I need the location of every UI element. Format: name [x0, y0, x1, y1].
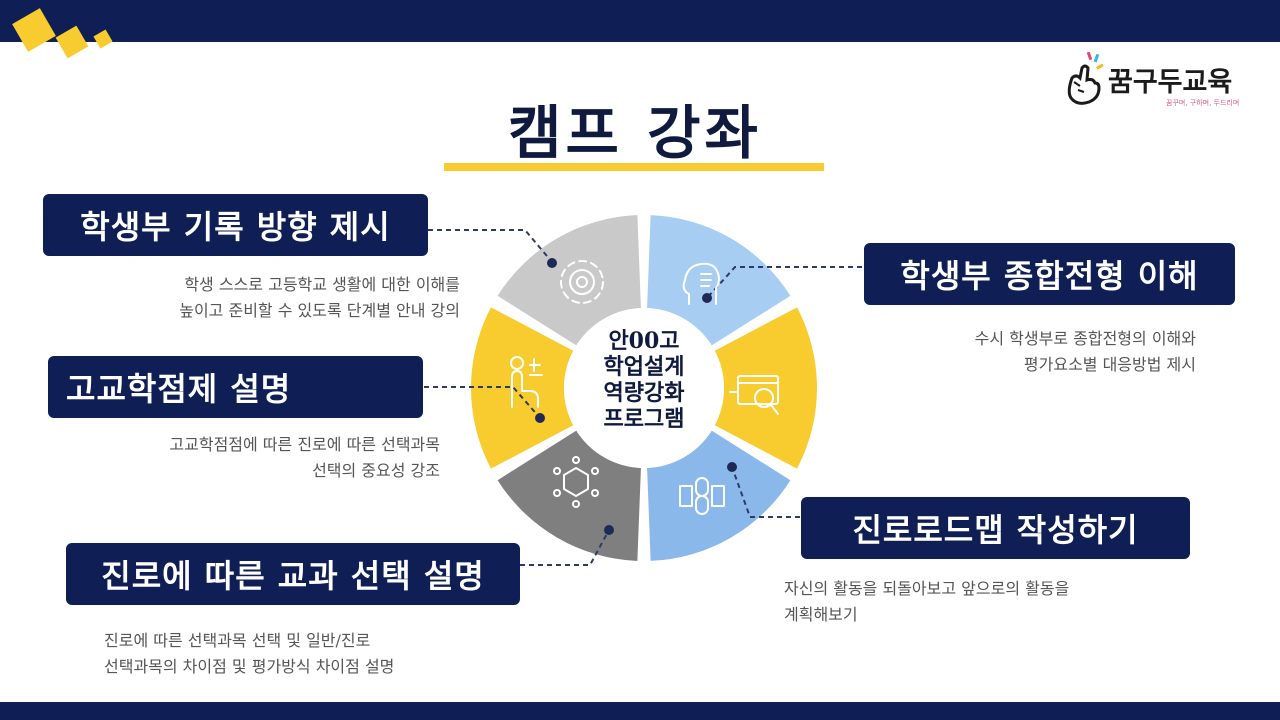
- center-line: 학업설계: [603, 354, 685, 380]
- segment-bottom-right: [647, 430, 791, 561]
- top-bar: [0, 0, 1280, 42]
- logo-text: 꿈구두교육: [1108, 67, 1233, 98]
- title-underline: [444, 163, 824, 171]
- center-program-title: 안00고 학업설계 역량강화 프로그램: [570, 328, 718, 432]
- head-icon: [682, 262, 720, 305]
- label-subject-selection: 진로에 따른 교과 선택 설명: [66, 543, 520, 605]
- connector-line-3: [424, 386, 541, 419]
- network-hexagon-icon: [553, 456, 599, 508]
- desc-line: 진로에 따른 선택과목 선택 및 일반/진로: [104, 631, 371, 650]
- desc-career-roadmap: 자신의 활동을 되돌아보고 앞으로의 활동을 계획해보기: [784, 576, 1204, 628]
- desc-line: 높이고 준비할 수 있도록 단계별 안내 강의: [179, 301, 460, 320]
- chain-link-icon: [679, 477, 725, 515]
- desc-line: 선택의 중요성 강조: [312, 461, 440, 480]
- desc-credit-system: 고교학점점에 따른 진로에 따른 선택과목 선택의 중요성 강조: [60, 432, 440, 484]
- page-title: 캠프 강좌: [508, 99, 762, 167]
- label-credit-system: 고교학점제 설명: [48, 356, 423, 418]
- center-circle: [564, 308, 724, 468]
- desc-subject-selection: 진로에 따른 선택과목 선택 및 일반/진로 선택과목의 차이점 및 평가방식 …: [104, 628, 524, 680]
- connector-dot-1: [547, 258, 557, 268]
- center-line: 안00고: [608, 328, 680, 354]
- label-career-roadmap: 진로로드맵 작성하기: [801, 497, 1190, 559]
- center-line: 프로그램: [603, 406, 685, 432]
- bottom-bar: [0, 702, 1280, 720]
- logo-slogan: 꿈꾸며, 구하며, 두드리며: [1166, 99, 1240, 107]
- desc-line: 고교학점점에 따른 진로에 따른 선택과목: [169, 435, 440, 454]
- label-comprehensive-admission: 학생부 종합전형 이해: [864, 243, 1235, 305]
- desc-line: 평가요소별 대응방법 제시: [1023, 355, 1196, 374]
- desc-comprehensive-admission: 수시 학생부로 종합전형의 이해와 평가요소별 대응방법 제시: [830, 326, 1196, 378]
- search-browser-icon: [729, 375, 779, 415]
- connector-dot-2: [702, 293, 712, 303]
- logo: 꿈구두교육 꿈꾸며, 구하며, 두드리며: [1062, 50, 1262, 116]
- connector-dot-5: [604, 525, 614, 535]
- desc-line: 학생 스스로 고등학교 생활에 대한 이해를: [184, 275, 460, 294]
- connector-dot-4: [727, 462, 737, 472]
- gear-icon: [560, 260, 604, 304]
- connector-dot-3: [535, 413, 545, 423]
- desc-record-direction: 학생 스스로 고등학교 생활에 대한 이해를 높이고 준비할 수 있도록 단계별…: [90, 272, 460, 324]
- desc-line: 자신의 활동을 되돌아보고 앞으로의 활동을: [784, 579, 1070, 598]
- label-record-direction: 학생부 기록 방향 제시: [43, 194, 428, 256]
- hand-pointing-icon: [1067, 52, 1104, 105]
- segment-right: [714, 307, 817, 469]
- connector-line-4: [731, 466, 800, 518]
- center-line: 역량강화: [603, 380, 685, 406]
- desc-line: 수시 학생부로 종합전형의 이해와: [974, 329, 1196, 348]
- hand-touch-icon: [510, 356, 543, 408]
- desc-line: 선택과목의 차이점 및 평가방식 차이점 설명: [104, 657, 395, 676]
- desc-line: 계획해보기: [784, 605, 858, 624]
